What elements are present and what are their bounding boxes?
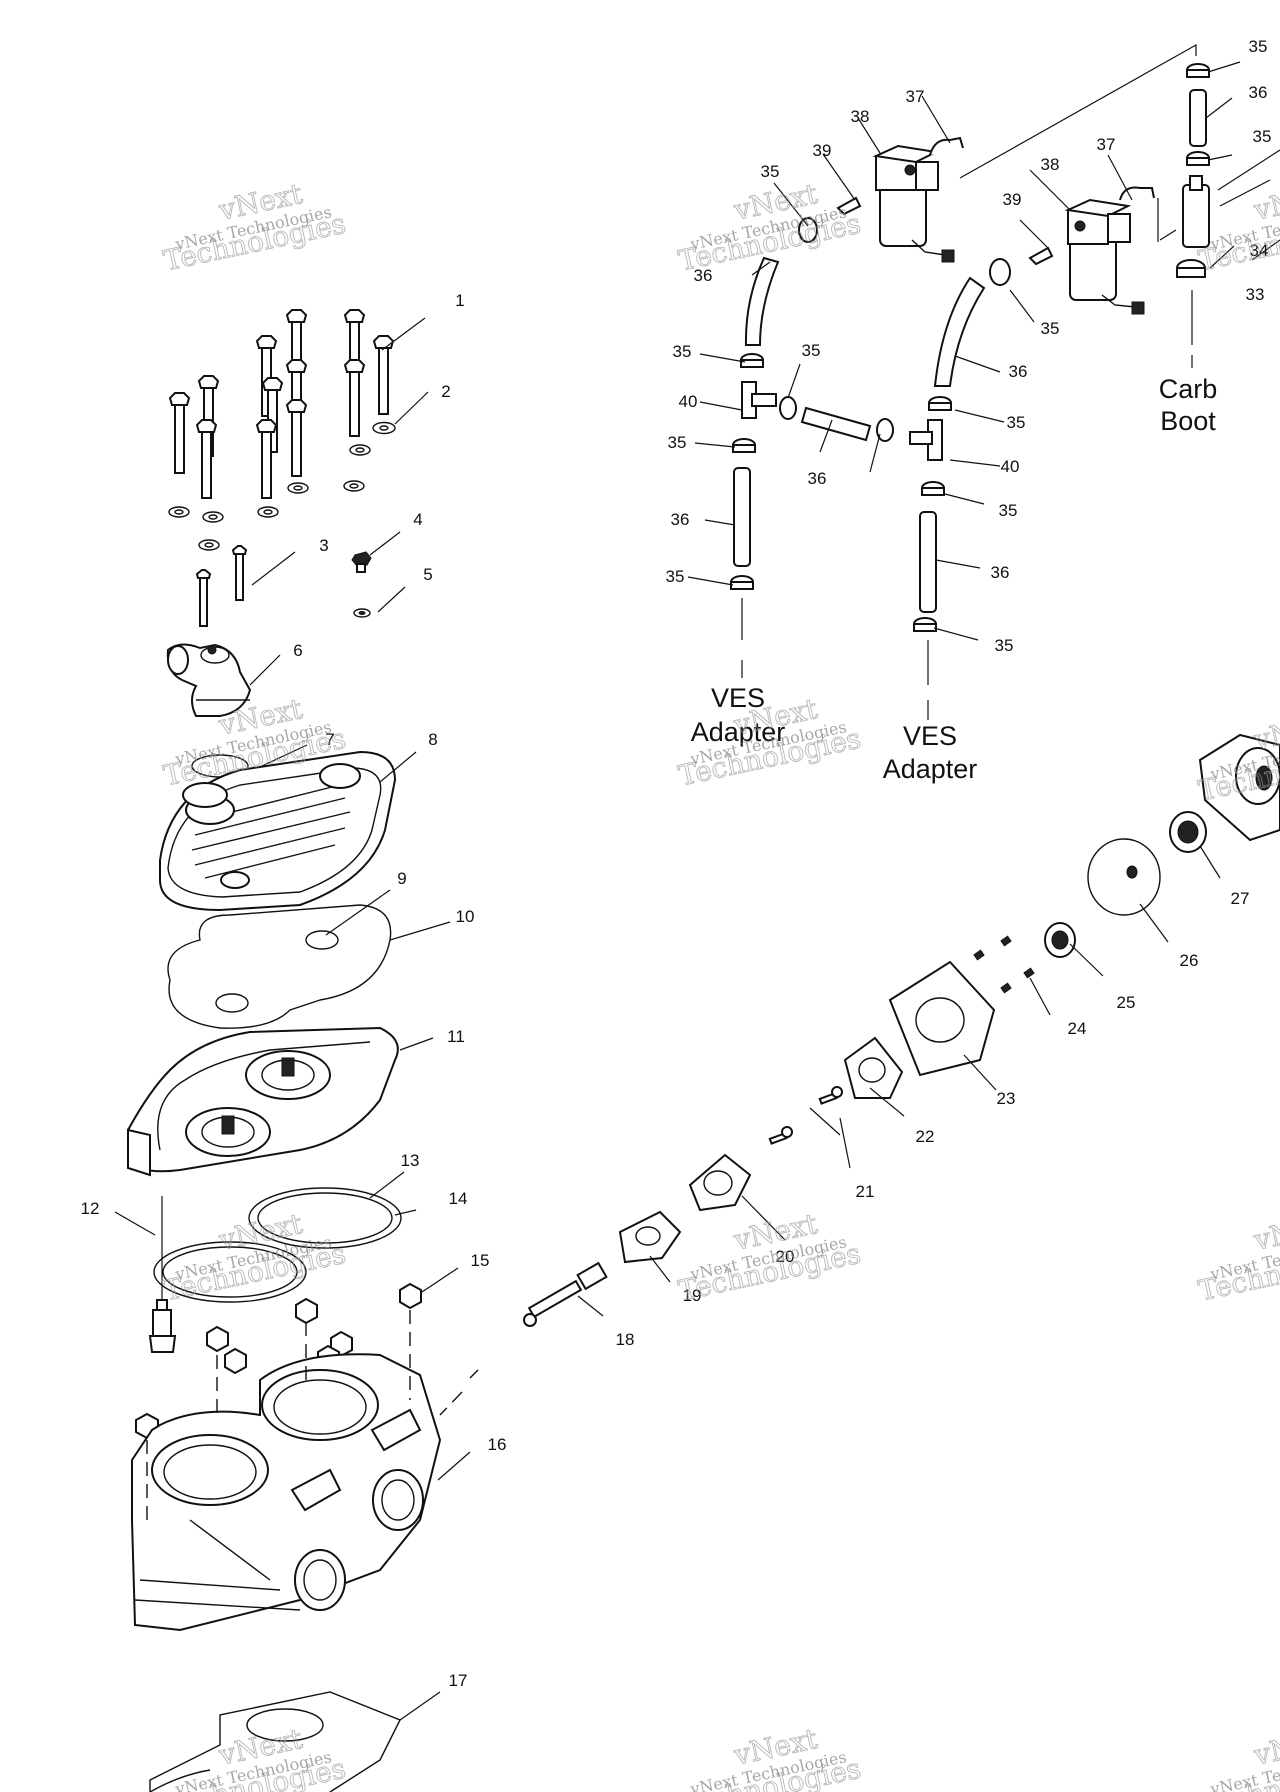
hose-clamps (730, 63, 1210, 632)
callout-number: 4 (413, 510, 422, 529)
callout-number: 38 (1041, 155, 1060, 174)
ves-adapter-label-left-line1: VES (711, 683, 765, 713)
cylinder-block (131, 1353, 442, 1632)
callout-number: 18 (616, 1330, 635, 1349)
callout-number: 12 (81, 1199, 100, 1218)
callout-number: 35 (1249, 37, 1268, 56)
carb-boot-label-line1: Carb (1159, 374, 1218, 404)
cylinder-head-cover (127, 1026, 399, 1177)
callout-number: 22 (916, 1127, 935, 1146)
callout-number: 38 (851, 107, 870, 126)
routing-lines (741, 43, 1280, 720)
nuts (135, 1282, 422, 1440)
callout-number: 40 (1001, 457, 1020, 476)
ves-valve-stem (523, 1261, 608, 1327)
carb-boot-label: Carb Boot (1159, 374, 1218, 436)
ves-hoses (733, 89, 1210, 613)
callout-number: 33 (1246, 285, 1265, 304)
callout-number: 2 (441, 382, 450, 401)
callout-number: 35 (1253, 127, 1272, 146)
callout-number: 37 (1097, 135, 1116, 154)
callout-number: 9 (397, 869, 406, 888)
callout-number: 40 (679, 392, 698, 411)
watermark-word-1: vNext (1250, 177, 1280, 227)
callout-number: 36 (671, 510, 690, 529)
callout-number: 16 (488, 1435, 507, 1454)
callout-number: 35 (666, 567, 685, 586)
callout-number: 13 (401, 1151, 420, 1170)
callout-number: 35 (673, 342, 692, 361)
callout-number: 36 (1249, 83, 1268, 102)
callout-number: 35 (999, 501, 1018, 520)
cylinder-gaskets (153, 1187, 402, 1303)
callout-number: 26 (1180, 951, 1199, 970)
callout-number: 5 (423, 565, 432, 584)
leader-lines (114, 61, 1241, 1721)
small-fitting (351, 551, 372, 618)
alignment-lines (146, 1310, 479, 1520)
callout-number: 27 (1231, 889, 1250, 908)
callout-number: 23 (997, 1089, 1016, 1108)
callout-number: 35 (995, 636, 1014, 655)
callout-number: 36 (1009, 362, 1028, 381)
callout-number: 35 (1007, 413, 1026, 432)
callout-number: 14 (449, 1189, 468, 1208)
callout-number: 20 (776, 1247, 795, 1266)
head-gasket (167, 904, 392, 1029)
callout-number: 37 (906, 87, 925, 106)
ves-solenoid-left (836, 136, 964, 263)
base-gasket (149, 1691, 401, 1792)
callout-number: 3 (319, 536, 328, 555)
callout-number: 34 (1250, 241, 1269, 260)
watermark-word-1: vNext (1250, 1207, 1280, 1257)
callout-number: 8 (428, 730, 437, 749)
callout-number: 35 (802, 341, 821, 360)
watermark-word-1: vNext (1250, 1722, 1280, 1772)
ves-adapter-label-left-line2: Adapter (691, 717, 786, 747)
ves-adapter-label-right-line2: Adapter (883, 754, 978, 784)
callout-number: 6 (293, 641, 302, 660)
callout-number: 15 (471, 1251, 490, 1270)
ves-adapter-label-right: VES Adapter (883, 721, 978, 784)
callout-number: 36 (991, 563, 1010, 582)
ves-adapter-label-right-line1: VES (903, 721, 957, 751)
spark-plug (148, 1196, 177, 1353)
callout-number: 10 (456, 907, 475, 926)
callout-number: 17 (449, 1671, 468, 1690)
callout-number: 39 (1003, 190, 1022, 209)
ves-adapter-label-left: VES Adapter (691, 683, 786, 747)
callout-number: 24 (1068, 1019, 1087, 1038)
callout-number: 35 (1041, 319, 1060, 338)
callout-number: 39 (813, 141, 832, 160)
ves-solenoid-right (1028, 186, 1155, 315)
callout-number: 11 (447, 1027, 465, 1046)
callout-number: 36 (694, 266, 713, 285)
callout-number: 7 (325, 730, 334, 749)
head-bolts (166, 309, 396, 717)
callout-number: 19 (683, 1286, 702, 1305)
callout-number: 21 (856, 1182, 875, 1201)
diaphragm-stack (523, 733, 1280, 1327)
callout-number: 25 (1117, 993, 1136, 1012)
callout-number: 35 (668, 433, 687, 452)
callout-number: 35 (761, 162, 780, 181)
thermostat-housing (166, 643, 252, 717)
callout-number: 1 (455, 291, 464, 310)
tee-fittings (741, 381, 943, 461)
carb-boot-label-line2: Boot (1160, 406, 1216, 436)
callout-number: 36 (808, 469, 827, 488)
cylinder-head-group (159, 750, 397, 912)
